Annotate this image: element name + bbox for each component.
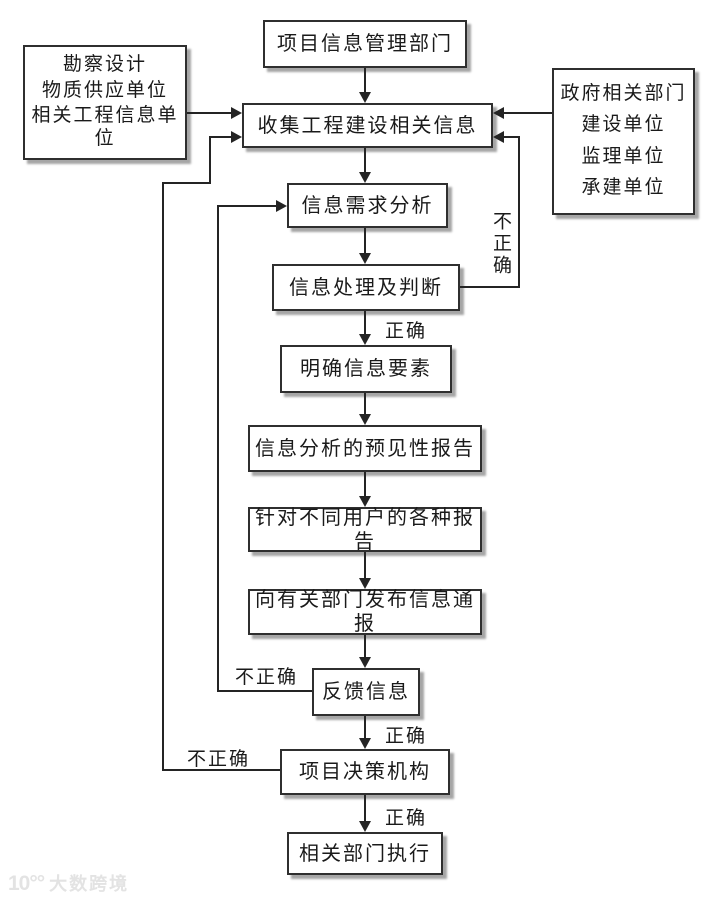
node-gov-units-line2: 建设单位 [581, 114, 666, 136]
connector-feedback-incorrect-up [217, 206, 219, 692]
arrowhead-down-judgment [359, 253, 371, 264]
arrowhead-down-execution [359, 821, 371, 832]
node-feedback: 反馈信息 [312, 668, 420, 716]
node-predictive-report: 信息分析的预见性报告 [248, 425, 482, 472]
connector-judgment-incorrect-up [518, 136, 520, 288]
connector-bulletin-to-feedback [364, 635, 366, 659]
node-info-bulletin: 向有关部门发布信息通报 [248, 589, 482, 635]
arrowhead-down-demand [359, 172, 371, 183]
connector-feedback-incorrect-in [217, 205, 277, 207]
node-processing-judgment: 信息处理及判断 [272, 264, 460, 311]
arrowhead-left-collect-from-gov [493, 107, 504, 119]
node-gov-units-line1: 政府相关部门 [560, 82, 687, 104]
node-decision-body: 项目决策机构 [280, 749, 450, 795]
connector-decision-incorrect-jog-v [209, 136, 211, 184]
arrowhead-right-collect-from-decision [231, 131, 242, 143]
connector-decision-incorrect-up [162, 182, 164, 771]
arrowhead-right-demand-from-feedback [276, 200, 287, 212]
node-gov-units: 政府相关部门 建设单位 监理单位 承建单位 [552, 68, 695, 215]
connector-userreports-to-bulletin [364, 552, 366, 580]
node-execution: 相关部门执行 [287, 832, 443, 875]
connector-collect-to-demand [364, 148, 366, 174]
edge-label-incorrect-feedback: 不正确 [235, 667, 299, 688]
node-survey-units-line1: 勘察设计 [62, 53, 147, 75]
connector-decision-incorrect-out [163, 769, 280, 771]
arrowhead-down-userreports [359, 496, 371, 507]
connector-judgment-to-clarify [364, 311, 366, 336]
edge-label-correct-decision: 正确 [385, 808, 428, 829]
connector-clarify-to-predictive [364, 393, 366, 416]
connector-decision-incorrect-jog-h [162, 182, 211, 184]
node-gov-units-line3: 监理单位 [581, 145, 666, 167]
node-survey-units-line2: 物质供应单位 [41, 79, 168, 101]
edge-label-incorrect-decision: 不正确 [187, 749, 251, 770]
node-gov-units-line4: 承建单位 [581, 177, 666, 199]
arrowhead-down-bulletin [359, 578, 371, 589]
arrowhead-down-collect [359, 92, 371, 103]
arrowhead-down-decision [359, 738, 371, 749]
connector-feedback-to-decision [364, 716, 366, 740]
watermark-logo-icon: 10°° [8, 872, 45, 895]
node-survey-units-line3: 相关工程信息单位 [31, 105, 179, 150]
connector-dept-to-collect [364, 68, 366, 94]
node-user-reports: 针对不同用户的各种报告 [248, 507, 482, 553]
edge-label-incorrect-collect: 不正确 [490, 211, 511, 277]
arrowhead-down-clarify [359, 334, 371, 345]
connector-judgment-incorrect-in [504, 136, 520, 138]
node-collect-info: 收集工程建设相关信息 [242, 103, 493, 148]
connector-predictive-to-userreports [364, 472, 366, 498]
connector-gov-to-collect [504, 112, 552, 114]
edge-label-correct-judgment: 正确 [385, 321, 428, 342]
connector-feedback-incorrect-out [218, 690, 312, 692]
node-project-info-dept: 项目信息管理部门 [263, 20, 467, 68]
arrowhead-down-feedback [359, 657, 371, 668]
connector-judgment-incorrect-out [460, 286, 520, 288]
connector-decision-incorrect-in [209, 136, 232, 138]
connector-demand-to-judgment [364, 228, 366, 255]
connector-decision-to-execution [364, 795, 366, 823]
node-demand-analysis: 信息需求分析 [287, 183, 448, 228]
arrowhead-right-collect-from-survey [231, 107, 242, 119]
watermark-text: 大数跨境 [49, 874, 130, 894]
node-clarify-elements: 明确信息要素 [280, 345, 452, 393]
watermark: 10°° 大数跨境 [8, 870, 129, 896]
edge-label-correct-feedback: 正确 [385, 726, 428, 747]
arrowhead-left-collect-from-judgment [493, 131, 504, 143]
node-survey-units: 勘察设计 物质供应单位 相关工程信息单位 [23, 45, 187, 160]
arrowhead-down-predictive [359, 414, 371, 425]
connector-survey-to-collect [187, 112, 232, 114]
